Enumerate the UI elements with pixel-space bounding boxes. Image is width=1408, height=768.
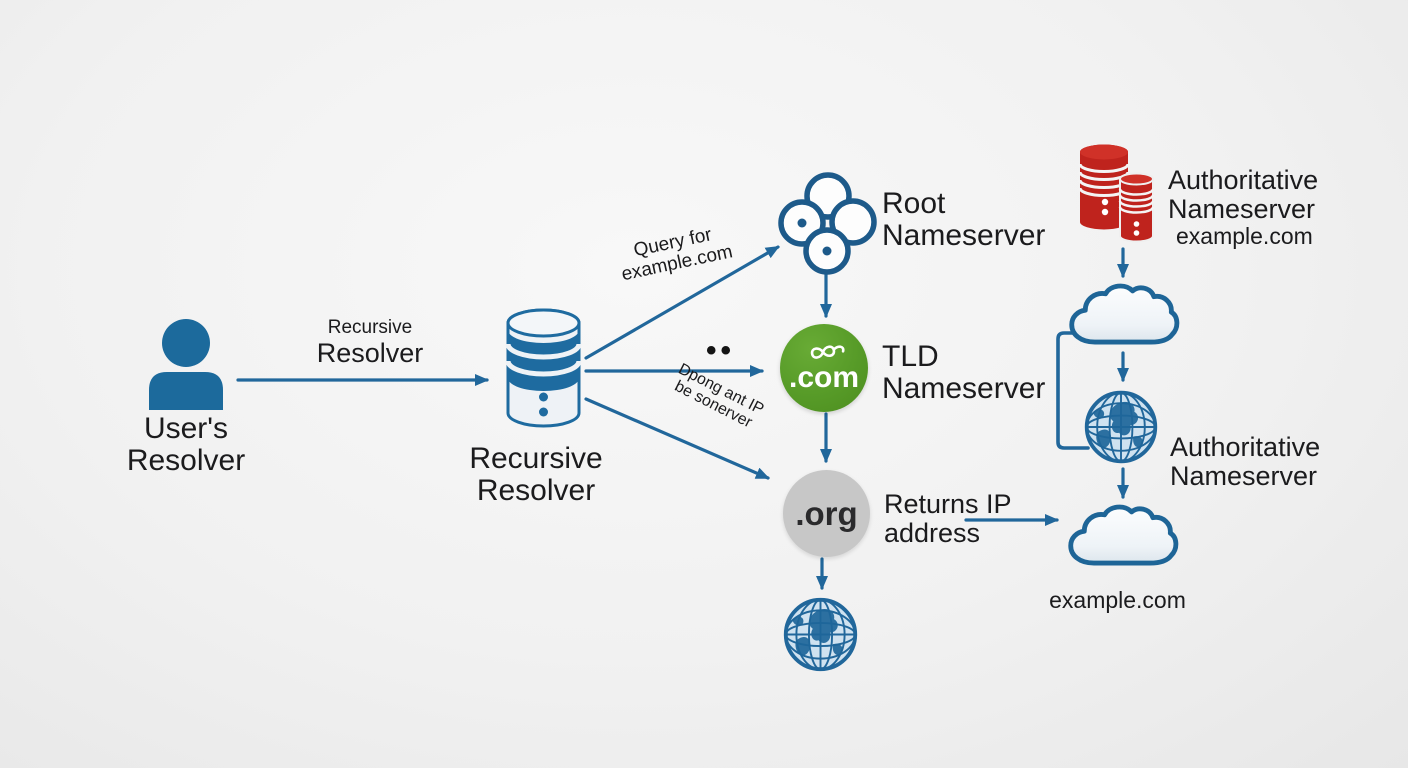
- arrow-resolver-to-org: [584, 397, 770, 480]
- globe-icon: [780, 594, 861, 675]
- tld-nameserver-label: TLD Nameserver: [882, 340, 1046, 406]
- red-server-stack-icon: [1078, 144, 1155, 243]
- arrow-resolver-to-root: [584, 245, 780, 360]
- authoritative-top-label: Authoritative Nameserver example.com: [1168, 165, 1319, 250]
- returns-ip-label-line2: address: [884, 518, 981, 549]
- com-badge-text: .com: [788, 360, 860, 394]
- authoritative-top-label-line2: Nameserver: [1168, 194, 1316, 225]
- ellipsis-dots: ••: [706, 334, 736, 367]
- root-nameserver-label: Root Nameserver: [882, 187, 1046, 253]
- org-badge-icon: .org: [783, 470, 870, 557]
- authoritative-top-label-line1: Authoritative: [1168, 165, 1319, 195]
- recursive-resolver-label: Recursive Resolver: [436, 442, 636, 508]
- returns-ip-label: Returns IP address: [884, 489, 1012, 549]
- database-cylinder-icon: [505, 308, 582, 428]
- authoritative-mid-label-line2: Nameserver: [1170, 461, 1318, 492]
- root-nameserver-label-line2: Nameserver: [882, 219, 1046, 253]
- tld-nameserver-label-line1: TLD: [882, 340, 939, 373]
- root-circle-cluster-icon: [778, 172, 877, 275]
- authoritative-top-sublabel: example.com: [1176, 223, 1313, 250]
- recursive-resolver-label-line1: Recursive: [469, 442, 603, 475]
- cloud-icon: [1063, 502, 1179, 572]
- tld-nameserver-label-line2: Nameserver: [882, 372, 1046, 406]
- cloud-icon: [1064, 281, 1180, 351]
- root-nameserver-label-line1: Root: [882, 187, 946, 220]
- person-icon: [149, 319, 223, 410]
- authoritative-mid-label: Authoritative Nameserver: [1170, 432, 1321, 492]
- edge-label-recursive-resolver-line1: Recursive: [327, 317, 413, 338]
- loop-connector: [1056, 331, 1090, 450]
- globe-icon: [1081, 387, 1161, 467]
- user-resolver-label-line1: User's: [143, 412, 229, 445]
- returns-ip-label-line1: Returns IP: [884, 489, 1012, 519]
- authoritative-mid-label-line1: Authoritative: [1170, 432, 1321, 462]
- user-resolver-label: User's Resolver: [86, 412, 286, 478]
- edge-label-recursive-resolver: Recursive Resolver: [255, 317, 485, 368]
- recursive-resolver-label-line2: Resolver: [476, 474, 596, 508]
- example-site-label: example.com: [1049, 587, 1186, 613]
- org-badge-text: .org: [795, 494, 858, 532]
- swirl-icon: [810, 344, 845, 359]
- user-resolver-label-line2: Resolver: [126, 444, 246, 478]
- com-badge-icon: .com: [780, 324, 868, 412]
- edge-label-recursive-resolver-line2: Resolver: [316, 337, 424, 368]
